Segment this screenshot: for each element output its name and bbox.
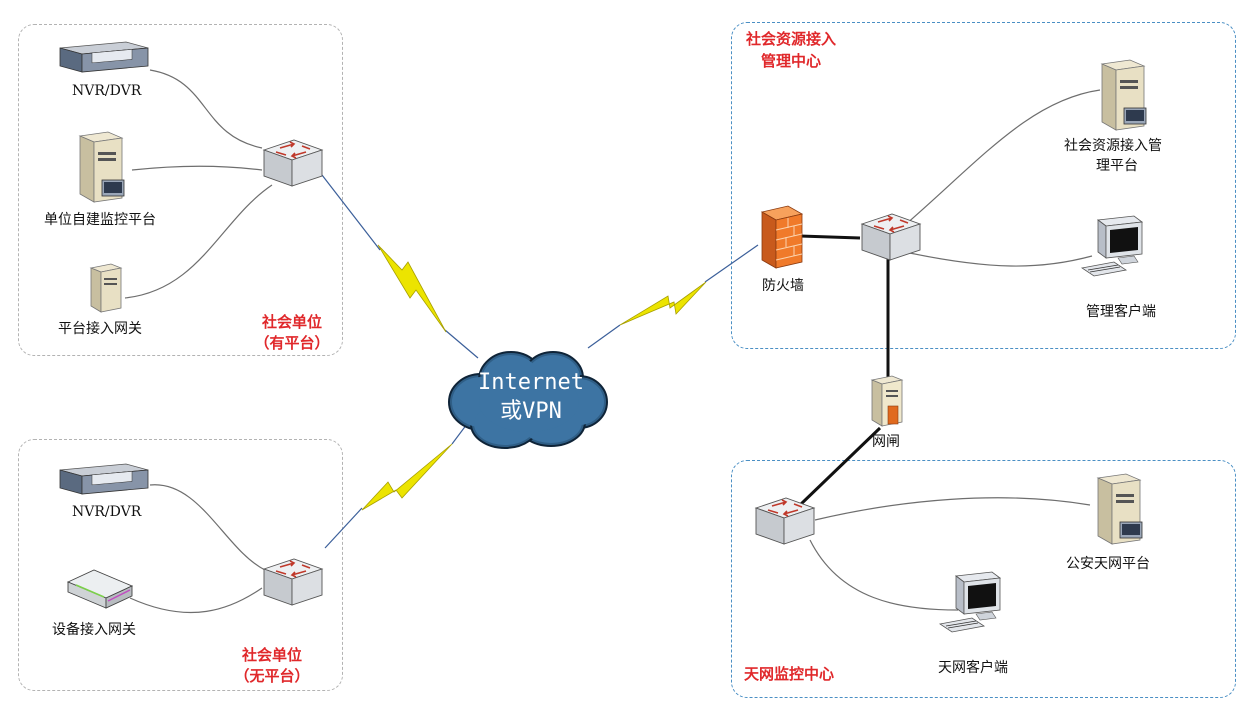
link-server1-switch1 [131,165,263,171]
label-nvr1: NVR/DVR [72,83,142,99]
link-gateway2-switch2 [129,587,263,614]
server-icon-mgmt [1100,59,1147,131]
lightning-top-left [377,244,447,333]
switch-icon-2 [262,558,324,606]
link-switch3-mgmt-client [904,251,1093,267]
label-mgmt-client: 管理客户端 [1086,304,1156,320]
label-gatekeeper: 网闸 [872,434,900,450]
pc-client-icon [1080,215,1144,277]
link-gatekeeper-switch4 [798,426,882,507]
label-mgmt-platform-line1: 社会资源接入管 [1064,138,1162,154]
switch-icon [262,139,324,187]
switch-icon-4 [754,497,816,545]
link-gateway1-switch1 [124,184,273,299]
zone2-title-line2: （无平台） [234,667,310,685]
label-platform-gateway: 平台接入网关 [58,321,142,337]
switch-icon-3 [860,213,922,261]
zone-mgmt-center [731,22,1236,349]
label-tw-client: 天网客户端 [938,660,1008,676]
label-mgmt-platform-line2: 理平台 [1096,158,1138,174]
link-firewall-switch3 [799,234,861,240]
link-nvr2-switch2 [149,484,266,571]
label-firewall: 防火墙 [762,278,804,294]
label-nvr2: NVR/DVR [72,504,142,520]
server-icon [78,131,125,203]
zone-unit-no-platform [18,439,343,691]
zone3-title-line2: 管理中心 [760,52,821,70]
nvr-dvr-icon [59,41,149,73]
link-switch3-mgmt-platform [904,89,1101,226]
zone2-title-line1: 社会单位 [241,646,302,664]
cloud-line1: Internet [478,370,584,395]
link-nvr1-switch1 [149,69,263,149]
label-device-gateway: 设备接入网关 [52,622,136,638]
firewall-icon [760,205,804,269]
zone-tianwang [731,460,1236,698]
pc-client-icon-2 [938,571,1002,633]
zone3-title-line1: 社会资源接入 [745,30,836,48]
zone-unit-with-platform [18,24,343,356]
gatekeeper-icon [870,375,904,427]
device-gateway-icon [66,569,134,609]
link-switch4-tw-client [809,539,959,611]
server-icon-police [1096,473,1143,545]
label-police-platform: 公安天网平台 [1066,556,1150,572]
lightning-bottom-left [361,443,453,511]
lightning-right [619,281,707,326]
link-switch4-police-platform [814,497,1091,521]
cloud-line2: 或VPN [500,399,562,424]
gateway-server-icon [89,263,123,313]
zone1-title-line1: 社会单位 [261,313,322,331]
zone1-title-line2: （有平台） [254,334,330,352]
label-self-platform: 单位自建监控平台 [44,212,156,228]
nvr-dvr-icon-2 [59,463,149,495]
zone4-title: 天网监控中心 [744,665,835,683]
cloud-icon [448,351,608,449]
